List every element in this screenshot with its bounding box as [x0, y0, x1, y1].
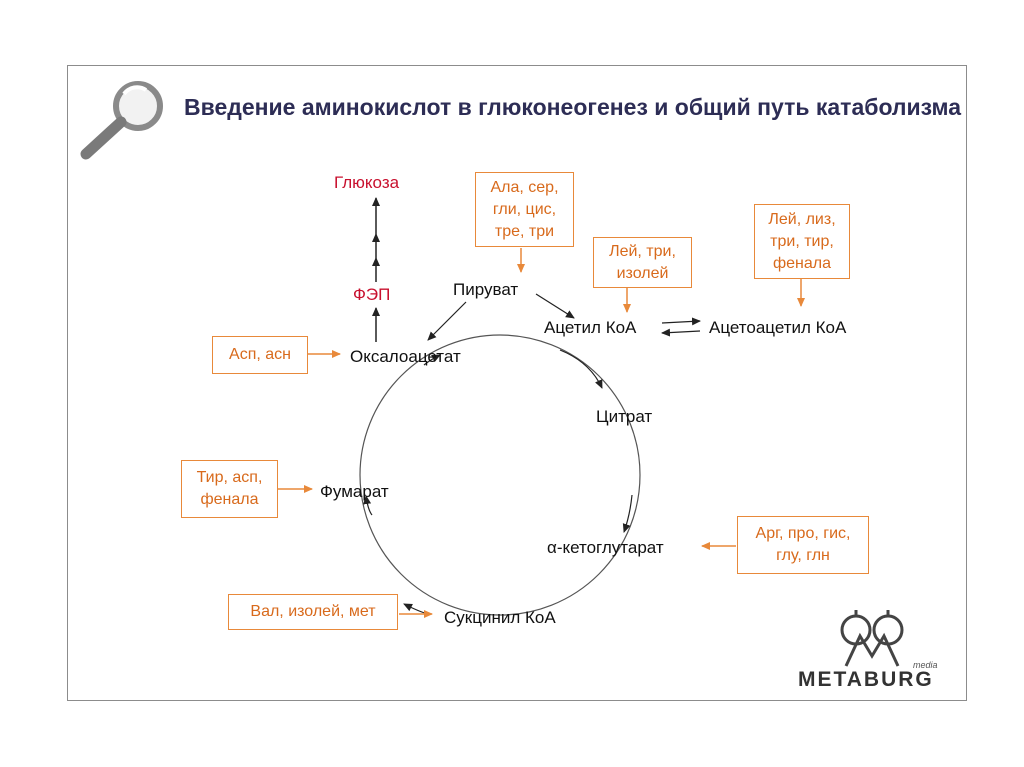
alpha-ketoglutarate-label: α-кетоглутарат [547, 538, 664, 557]
fumarate-label: Фумарат [320, 482, 389, 501]
pyruvate-to-acetyl-coa-arrow [535, 293, 575, 319]
amino-box-line: фенала [200, 491, 259, 508]
amino-box-line: три, тир, [770, 232, 834, 250]
acetoacetyl-to-acetyl-arrow [661, 328, 701, 337]
krebs-cycle-circle [359, 334, 641, 616]
amino-box-fumarate: Тир, асп, фенала [181, 460, 278, 518]
amino-box-line: Тир, асп, [196, 469, 263, 486]
amino-box-line: Лей, три, [609, 242, 676, 260]
logo-media-text: media [913, 660, 938, 670]
amino-box-oxaloacetate: Асп, асн [212, 336, 308, 374]
acetoacetyl-coa-label: Ацетоацетил КоА [709, 318, 847, 337]
amino-box-pyruvate: Ала, сер, гли, цис, тре, три [475, 172, 574, 247]
acetyl-coa-label: Ацетил КоА [544, 318, 637, 337]
amino-box-succinyl-coa: Вал, изолей, мет [228, 594, 398, 630]
cycle-arrowheads [363, 349, 633, 615]
amino-box-line: Асп, асн [229, 346, 291, 363]
amino-box-line: Лей, лиз, [768, 210, 836, 228]
amino-box-line: Арг, про, гис, [755, 525, 851, 542]
amino-box-line: гли, цис, [492, 200, 557, 218]
slide-frame [67, 65, 967, 701]
magnifier-icon [80, 81, 163, 160]
amino-box-line: тре, три [494, 222, 555, 240]
succinyl-coa-label: Сукцинил КоА [444, 608, 556, 627]
pyruvate-to-oxaloacetate-arrow [427, 301, 467, 341]
pyruvate-label: Пируват [453, 280, 519, 299]
acetyl-to-acetoacetyl-arrow [661, 317, 701, 326]
amino-box-line: изолей [616, 264, 669, 282]
pep-label: ФЭП [353, 285, 391, 304]
amino-box-acetyl-coa: Лей, три, изолей [593, 237, 692, 288]
amino-box-line: Ала, сер, [490, 178, 559, 196]
amino-box-acetoacetyl-coa: Лей, лиз, три, тир, фенала [754, 204, 850, 279]
glucose-label: Глюкоза [334, 173, 400, 192]
amino-box-line: Вал, изолей, мет [250, 603, 376, 620]
amino-box-line: фенала [772, 254, 832, 272]
logo-brand-text: METABURG [798, 668, 934, 691]
oxaloacetate-label: Оксалоацетат [350, 347, 461, 366]
amino-box-line: глу, глн [776, 547, 830, 564]
amino-box-alpha-ketoglutarate: Арг, про, гис, глу, глн [737, 516, 869, 574]
page-title: Введение аминокислот в глюконеогенез и о… [184, 94, 962, 120]
metaburg-logo-icon [840, 610, 904, 667]
amino-acid-feeder-arrows [278, 248, 805, 618]
citrate-label: Цитрат [596, 407, 653, 426]
